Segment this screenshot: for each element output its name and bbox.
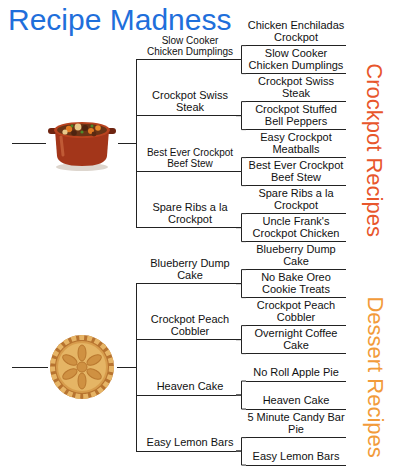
recipe-name: Uncle Frank's Crockpot Chicken bbox=[247, 216, 345, 239]
bracket-slot: Blueberry Dump Cake bbox=[246, 244, 346, 270]
bracket-connector bbox=[236, 228, 246, 242]
bracket-slot: Best Ever Crockpot Beef Stew bbox=[246, 160, 346, 186]
bracket-slot: Crockpot Swiss Steak bbox=[246, 76, 346, 102]
bracket-line bbox=[12, 367, 48, 368]
bracket-slot: Easy Crockpot Meatballs bbox=[246, 132, 346, 158]
bracket-connector bbox=[236, 438, 246, 451]
recipe-name: Blueberry Dump Cake bbox=[247, 244, 345, 267]
bracket-line bbox=[136, 115, 144, 116]
category-label: Dessert Recipes bbox=[362, 296, 386, 457]
bracket-connector bbox=[236, 46, 246, 60]
bracket-slot: Slow Cooker Chicken Dumplings bbox=[144, 36, 236, 60]
recipe-name: Chicken Enchiladas Crockpot bbox=[247, 20, 345, 43]
recipe-name: Slow Cooker Chicken Dumplings bbox=[145, 36, 235, 57]
recipe-name: No Roll Apple Pie bbox=[247, 367, 345, 379]
bracket-line bbox=[136, 59, 144, 60]
bracket-connector bbox=[236, 451, 246, 465]
bracket-slot: Overnight Coffee Cake bbox=[246, 328, 346, 354]
recipe-name: Spare Ribs a la Crockpot bbox=[145, 202, 235, 225]
bracket-connector bbox=[236, 102, 246, 116]
bracket-connector bbox=[236, 326, 246, 340]
bracket-connector bbox=[236, 172, 246, 186]
bracket-slot: Crockpot Stuffed Bell Peppers bbox=[246, 104, 346, 130]
recipe-name: Blueberry Dump Cake bbox=[145, 258, 235, 281]
bracket-slot: 5 Minute Candy Bar Pie bbox=[246, 412, 346, 438]
bracket-slot: No Bake Oreo Cookie Treats bbox=[246, 272, 346, 298]
bracket-slot: Heaven Cake bbox=[144, 381, 236, 396]
bracket-slot: Easy Lemon Bars bbox=[144, 437, 236, 452]
recipe-name: Spare Ribs a la Crockpot bbox=[247, 188, 345, 211]
bracket-line bbox=[136, 339, 144, 340]
bracket-connector bbox=[236, 214, 246, 228]
recipe-name: Slow Cooker Chicken Dumplings bbox=[247, 48, 345, 71]
recipe-name: Overnight Coffee Cake bbox=[247, 328, 345, 351]
bracket-connector bbox=[236, 60, 246, 74]
recipe-name: Easy Crockpot Meatballs bbox=[247, 132, 345, 155]
recipe-name: Crockpot Peach Cobbler bbox=[145, 314, 235, 337]
bracket-connector bbox=[236, 340, 246, 354]
bracket-line bbox=[117, 367, 137, 368]
bracket-slot: Blueberry Dump Cake bbox=[144, 258, 236, 284]
bracket-slot: Spare Ribs a la Crockpot bbox=[144, 202, 236, 228]
bracket-slot: Uncle Frank's Crockpot Chicken bbox=[246, 216, 346, 242]
bracket-slot: Crockpot Peach Cobbler bbox=[246, 300, 346, 326]
category-label: Crockpot Recipes bbox=[362, 63, 386, 237]
bracket-connector bbox=[236, 395, 246, 409]
bracket-slot: Best Ever Crockpot Beef Stew bbox=[144, 148, 236, 172]
bracket-slot: Crockpot Peach Cobbler bbox=[144, 314, 236, 340]
bracket-slot: Heaven Cake bbox=[246, 395, 346, 410]
recipe-name: Heaven Cake bbox=[247, 395, 345, 407]
bracket-slot: No Roll Apple Pie bbox=[246, 367, 346, 382]
bracket-slot: Slow Cooker Chicken Dumplings bbox=[246, 48, 346, 74]
bracket-slot: Crockpot Swiss Steak bbox=[144, 90, 236, 116]
recipe-name: Heaven Cake bbox=[145, 381, 235, 393]
bracket-slot: Chicken Enchiladas Crockpot bbox=[246, 20, 346, 46]
bracket-connector bbox=[236, 116, 246, 130]
bracket-line bbox=[136, 227, 144, 228]
bracket-connector bbox=[236, 381, 246, 395]
bracket-line bbox=[12, 143, 46, 144]
recipe-name: Crockpot Swiss Steak bbox=[247, 76, 345, 99]
bracket-line bbox=[136, 171, 144, 172]
recipe-name: Crockpot Stuffed Bell Peppers bbox=[247, 104, 345, 127]
recipe-name: Crockpot Peach Cobbler bbox=[247, 300, 345, 323]
bracket-connector bbox=[236, 284, 246, 298]
bracket-slot: Spare Ribs a la Crockpot bbox=[246, 188, 346, 214]
bracket-line bbox=[118, 143, 137, 144]
bracket-connector bbox=[236, 158, 246, 172]
stew-pot-illustration bbox=[48, 122, 116, 171]
recipe-name: 5 Minute Candy Bar Pie bbox=[247, 412, 345, 435]
recipe-name: Best Ever Crockpot Beef Stew bbox=[145, 148, 235, 169]
bracket-connector bbox=[236, 270, 246, 284]
bracket-line bbox=[136, 283, 144, 284]
recipe-name: Easy Lemon Bars bbox=[145, 437, 235, 449]
pie-illustration bbox=[50, 335, 114, 399]
bracket-line bbox=[136, 395, 144, 396]
recipe-name: Best Ever Crockpot Beef Stew bbox=[247, 160, 345, 183]
bracket-slot: Easy Lemon Bars bbox=[246, 451, 346, 466]
bracket-lines bbox=[12, 60, 144, 452]
recipe-name: No Bake Oreo Cookie Treats bbox=[247, 272, 345, 295]
recipe-name: Crockpot Swiss Steak bbox=[145, 90, 235, 113]
recipe-name: Easy Lemon Bars bbox=[247, 451, 345, 463]
diagram-title: Recipe Madness bbox=[8, 3, 231, 36]
bracket-line bbox=[136, 451, 144, 452]
